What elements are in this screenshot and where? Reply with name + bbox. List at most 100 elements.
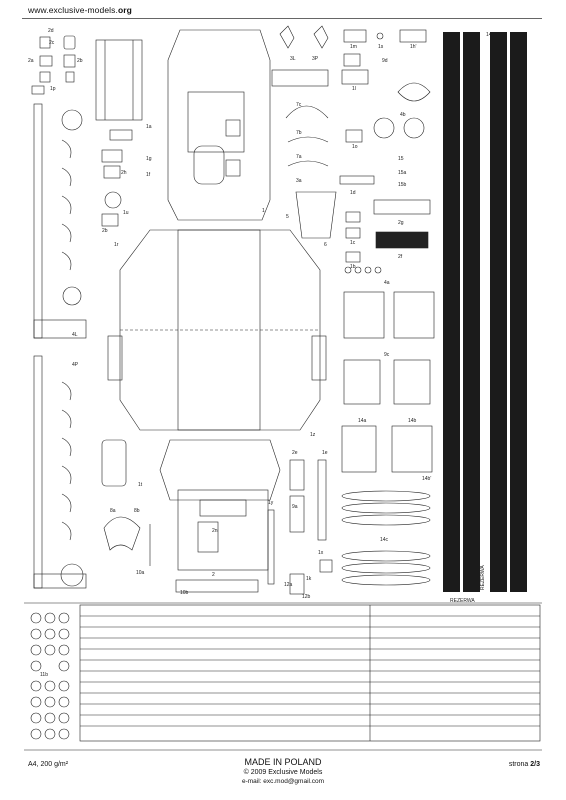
road-wheel	[58, 728, 70, 740]
label-3p: 3P	[312, 56, 319, 62]
label-2e: 2e	[292, 450, 298, 456]
hook-5	[61, 251, 72, 271]
label-2a: 2a	[28, 58, 34, 64]
stowage-boxes: 4a 9c	[343, 280, 435, 405]
part-2b-lower	[101, 213, 119, 227]
part-2f-dark	[375, 231, 429, 249]
part-2d-shape	[63, 35, 76, 50]
road-wheel	[44, 728, 56, 740]
hull-rear: 2n 2 1y	[159, 439, 281, 593]
bottom-strip-section: REZERWA 11b	[24, 598, 542, 742]
parts-14: 14a 14b 14b' 14c	[341, 418, 433, 586]
strip-4l-base	[33, 319, 87, 339]
part-2h-box	[103, 165, 121, 179]
label-2: 2	[212, 572, 215, 578]
chain-row-1	[341, 490, 431, 502]
bottom-strips-frame	[79, 604, 541, 742]
label-2h: 2h	[121, 170, 127, 176]
part-7b-arc	[287, 136, 329, 143]
part-4b-wheel-b	[403, 117, 425, 139]
website-prefix: www.exclusive-models.	[28, 5, 118, 15]
label-10b: 10b	[180, 590, 189, 596]
hull-rear-plate	[159, 439, 281, 501]
part-7c-arc	[285, 105, 329, 119]
part-8a-shape	[103, 516, 141, 551]
label-9c: 9c	[384, 352, 390, 358]
side-strip-4p: 4P	[33, 355, 87, 589]
road-wheel	[30, 712, 42, 724]
road-wheel	[58, 680, 70, 692]
reserve-label-vertical: REZERWA	[480, 565, 486, 590]
parts-3l-3p-7: 3L 3P 7c 7b 7a 3a 6	[271, 25, 337, 248]
page-number: 2/3	[530, 761, 540, 768]
part-1g-box	[101, 149, 123, 163]
road-wheel	[44, 628, 56, 640]
header-rule	[22, 18, 542, 19]
road-wheel	[30, 696, 42, 708]
part-1c-box	[345, 227, 361, 239]
box-9c-right	[393, 359, 431, 405]
hook-10	[61, 493, 72, 513]
part-1h-small	[109, 129, 133, 141]
road-wheel	[58, 644, 70, 656]
road-wheel	[44, 612, 56, 624]
chain-row-6	[341, 574, 431, 586]
label-15b: 15b	[398, 182, 407, 188]
label-3l: 3L	[290, 56, 296, 62]
road-wheel	[30, 612, 42, 624]
road-wheel	[58, 660, 70, 672]
chain-row-3	[341, 514, 431, 526]
part-1o-box	[345, 129, 363, 143]
hook-11	[61, 521, 72, 541]
part-3l-shape	[279, 25, 295, 49]
part-2c-shape	[39, 36, 51, 49]
part-7a-arc	[287, 160, 329, 167]
label-12a: 12a	[284, 582, 293, 588]
label-8a: 8a	[110, 508, 116, 514]
hook-3	[61, 195, 72, 215]
label-4a: 4a	[384, 280, 390, 286]
road-wheel	[58, 696, 70, 708]
hull-rear-vents	[199, 499, 247, 517]
track-strips: 14 REZERWA	[443, 32, 527, 592]
hook-6	[61, 381, 72, 401]
label-1g: 1g	[146, 156, 152, 162]
track-strip-4	[510, 32, 527, 592]
label-7b: 7b	[296, 130, 302, 136]
strip-4l-wheel-2	[62, 286, 82, 306]
part-1k-box	[319, 559, 333, 573]
road-wheel	[30, 660, 42, 672]
road-wheel	[44, 696, 56, 708]
label-1l: 1l	[352, 86, 356, 92]
hull-hatch	[193, 145, 225, 185]
label-4p: 4P	[72, 362, 79, 368]
paper-spec: A4, 200 g/m²	[28, 761, 69, 768]
label-1m: 1m	[350, 44, 357, 50]
label-4l: 4L	[72, 332, 78, 338]
rivet-d	[374, 266, 382, 274]
label-2g: 2g	[398, 220, 404, 226]
part-9d-box	[343, 53, 361, 67]
part-small-b	[65, 71, 75, 83]
email-link[interactable]: e-mail: exc.mod@gmail.com	[241, 778, 325, 785]
label-1y: 1y	[268, 500, 274, 506]
hull-rear-box	[177, 489, 269, 571]
road-wheels-11b	[30, 612, 70, 740]
track-strip-2	[463, 32, 480, 592]
hook-8	[61, 437, 72, 457]
label-1p: 1p	[50, 86, 56, 92]
parts-1z-2e-9a: 1z 1e 2e 9a 1x 1k 12a 12b	[284, 432, 333, 600]
label-1a: 1a	[146, 124, 152, 130]
label-10a: 10a	[136, 570, 145, 576]
road-wheel	[44, 712, 56, 724]
hook-7	[61, 409, 72, 429]
label-9d: 9d	[382, 58, 388, 64]
hook-2	[61, 167, 72, 187]
website-header[interactable]: www.exclusive-models.org	[28, 5, 132, 15]
part-1b-box	[345, 251, 361, 263]
part-3p-shape	[313, 25, 329, 49]
part-2b-shape	[63, 54, 76, 68]
chain-row-5	[341, 562, 431, 574]
